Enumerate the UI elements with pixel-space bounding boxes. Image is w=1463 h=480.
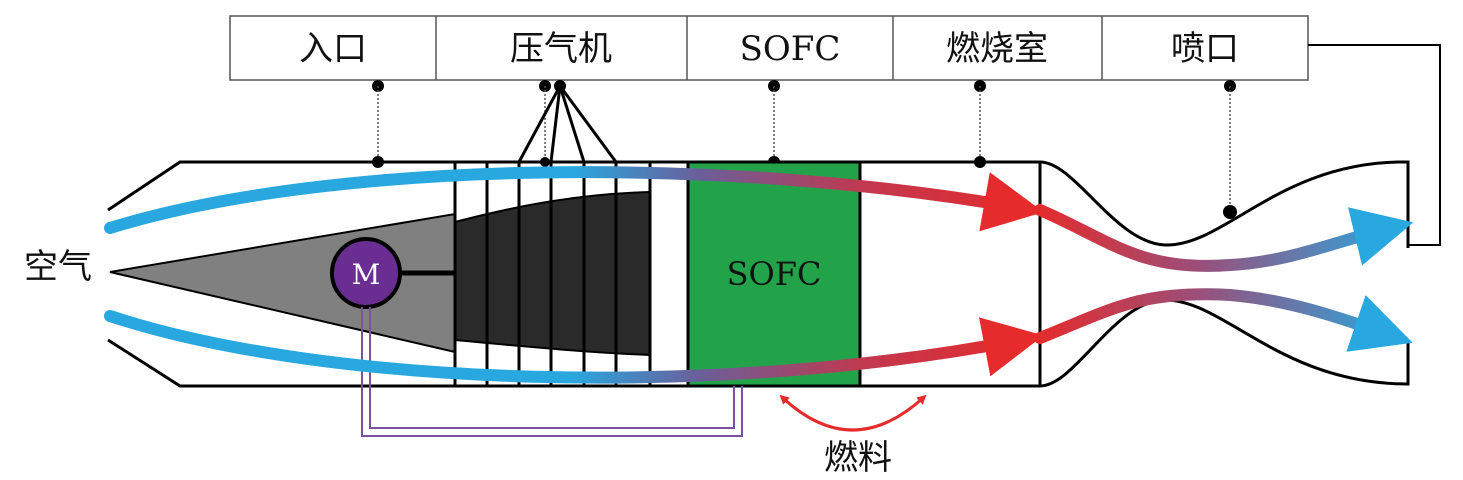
sofc-block-label: SOFC: [727, 255, 822, 293]
section-header: 入口 压气机 SOFC 燃烧室 喷口: [229, 15, 1309, 81]
fuel-label: 燃料: [824, 438, 892, 478]
flow-arrow-icon: [104, 166, 1044, 234]
double-headed-arrow-icon: [779, 394, 927, 432]
header-label-inlet: 入口: [299, 29, 367, 69]
motor-circle-icon: [330, 237, 402, 309]
sofc-block: [686, 160, 862, 388]
motor-label: M: [352, 258, 381, 291]
pointer-dot: [1223, 205, 1237, 219]
header-box: [229, 15, 1309, 81]
flow-arrow-icon: [104, 310, 1044, 384]
nozzle-upper-contour: [1039, 160, 1410, 248]
compressor-stages: [453, 162, 652, 386]
nozzle-exit-connector: [1308, 44, 1441, 246]
header-label-nozzle: 喷口: [1171, 29, 1239, 69]
air-label: 空气: [24, 247, 92, 287]
header-label-compressor: 压气机: [510, 29, 612, 69]
header-label-sofc: SOFC: [740, 29, 841, 69]
air-flow-arrows: [104, 166, 1414, 384]
flow-arrow-icon: [1034, 204, 1414, 272]
flow-arrow-icon: [1034, 288, 1413, 352]
compressor-pointer-fan: [517, 85, 618, 163]
header-label-combustor: 燃烧室: [946, 29, 1048, 69]
